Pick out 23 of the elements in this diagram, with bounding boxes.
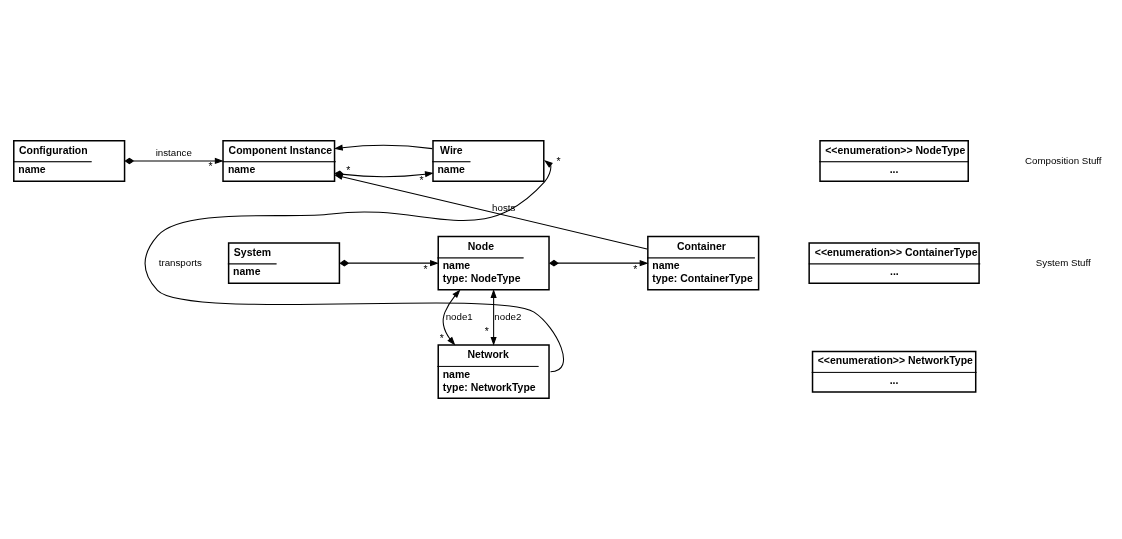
label: * xyxy=(556,156,561,168)
arrow xyxy=(333,144,433,151)
edge-label: instance xyxy=(155,147,192,159)
edge-label: node2 xyxy=(494,310,522,322)
label: * xyxy=(208,161,213,173)
arrow xyxy=(144,160,565,373)
arrow xyxy=(333,173,648,250)
label: * xyxy=(423,263,428,275)
edge-label: transports xyxy=(158,256,202,268)
label: * xyxy=(439,333,444,345)
edge-label: node1 xyxy=(445,310,473,322)
label: Composition Stuff xyxy=(1025,154,1102,166)
edge-label: hosts xyxy=(492,202,516,214)
label: * xyxy=(419,175,424,187)
arrow xyxy=(124,157,224,165)
arrow xyxy=(490,289,497,346)
label: * xyxy=(484,326,489,338)
label: System Stuff xyxy=(1035,256,1091,268)
arrow xyxy=(548,259,649,267)
label: * xyxy=(346,165,351,177)
arrow xyxy=(339,259,439,267)
label: * xyxy=(633,263,638,275)
arrow xyxy=(442,289,461,346)
